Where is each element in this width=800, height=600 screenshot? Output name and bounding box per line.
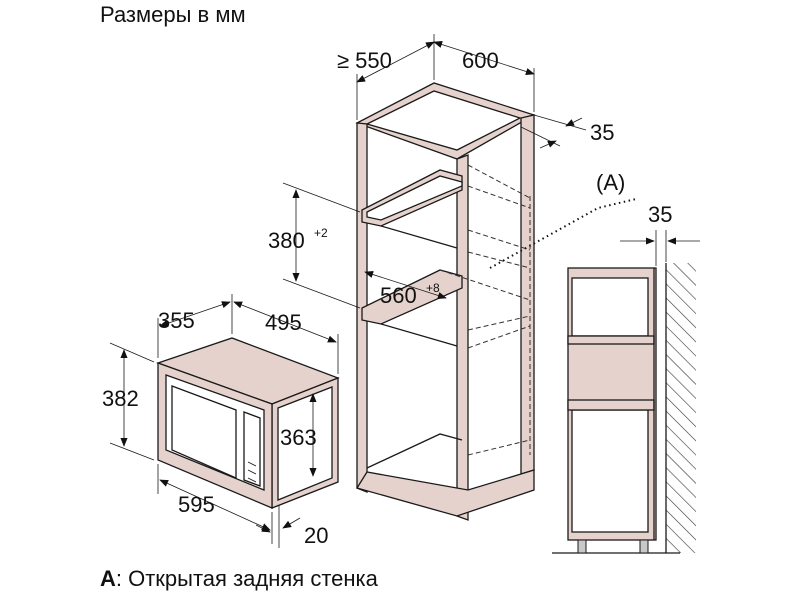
legend-key: A: [100, 566, 116, 591]
microwave-oven: [156, 337, 340, 509]
dimension-niche-width-tolerance: +8: [426, 281, 440, 295]
dimension-microwave-body-width: 495: [265, 310, 302, 335]
page-title: Размеры в мм: [100, 2, 246, 27]
dimension-niche-height: 380: [268, 228, 305, 253]
dimension-microwave-body-height: 363: [280, 425, 317, 450]
dimension-microwave-height: 382: [102, 386, 139, 411]
dimension-niche-width: 560: [380, 283, 417, 308]
dimension-rear-gap: 35: [590, 120, 614, 145]
side-section-view: [552, 230, 700, 554]
niche-height-dimension: [282, 182, 447, 309]
dimension-microwave-width: 595: [178, 492, 215, 517]
dimension-microwave-depth: 355: [158, 308, 195, 333]
legend-text: : Открытая задняя стенка: [115, 566, 378, 591]
dimension-frame-depth: 20: [304, 523, 328, 548]
microwave-dimensions: [109, 294, 339, 548]
legend: A: Открытая задняя стенка: [100, 565, 378, 593]
callout-open-back: (A): [596, 170, 625, 195]
dimension-wall-gap: 35: [648, 202, 672, 227]
dimension-depth-min: ≥ 550: [337, 48, 392, 73]
cabinet-top-dimensions: [356, 34, 587, 149]
dimension-niche-height-tolerance: +2: [314, 226, 328, 240]
dimension-cabinet-width: 600: [462, 48, 499, 73]
